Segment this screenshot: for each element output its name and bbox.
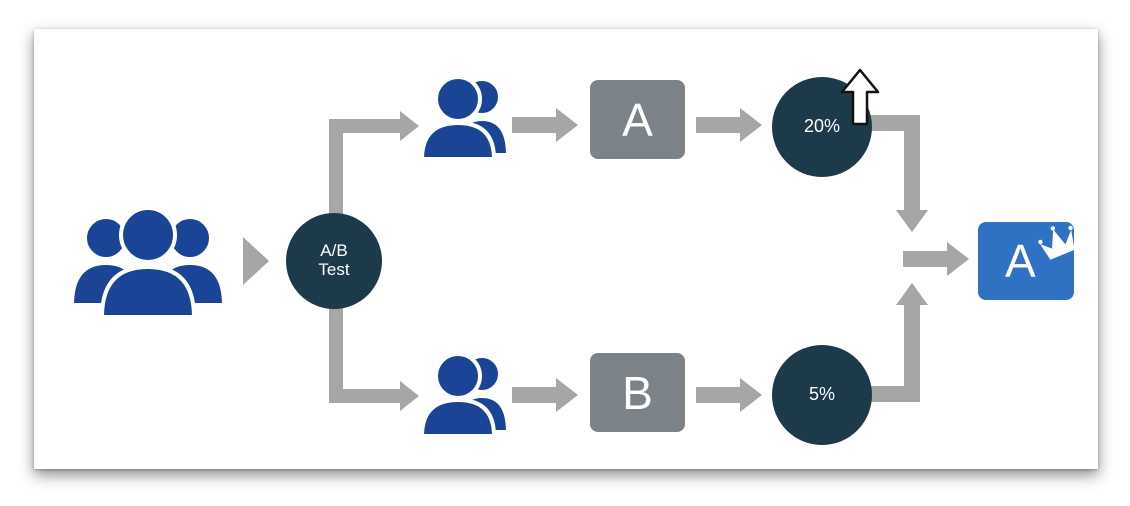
arrow-seg-a-shaft (512, 117, 558, 133)
users-group-icon (69, 206, 227, 319)
branch-up-head (400, 111, 419, 141)
branch-down-head (400, 381, 419, 411)
arrow-var-a-shaft (696, 117, 742, 133)
elbow-b-head (896, 283, 928, 305)
ab-test-node: A/B Test (286, 213, 382, 309)
rate-b-node: 5% (772, 345, 872, 445)
rate-b-label: 5% (808, 384, 835, 405)
arrow-merge-shaft (903, 251, 949, 267)
branch-down-line (329, 308, 402, 403)
arrow-seg-b-shaft (512, 387, 558, 403)
ab-test-label: A/B Test (318, 241, 350, 279)
winner-box: A (978, 222, 1074, 300)
variant-a-box: A (590, 80, 685, 159)
rate-a-label: 20% (803, 116, 841, 137)
arrow-var-b-head (740, 378, 762, 412)
variant-b-box: B (590, 353, 685, 432)
arrow-merge-head (947, 242, 969, 276)
segment-b-users-icon (419, 352, 511, 438)
up-arrow-icon (840, 68, 880, 126)
arrow-var-b-shaft (696, 387, 742, 403)
arrow-seg-a-head (556, 108, 578, 142)
elbow-a-line (868, 115, 920, 212)
elbow-a-head (896, 210, 928, 232)
elbow-b-line (868, 303, 920, 402)
winner-label: A (1005, 235, 1036, 287)
branch-up-line (329, 119, 402, 214)
arrow-var-a-head (740, 108, 762, 142)
crown-icon (1038, 225, 1075, 260)
segment-a-users-icon (419, 75, 511, 161)
variant-b-label: B (622, 366, 653, 419)
arrow-seg-b-head (556, 378, 578, 412)
audience-arrow (243, 237, 269, 285)
variant-a-label: A (622, 93, 653, 146)
